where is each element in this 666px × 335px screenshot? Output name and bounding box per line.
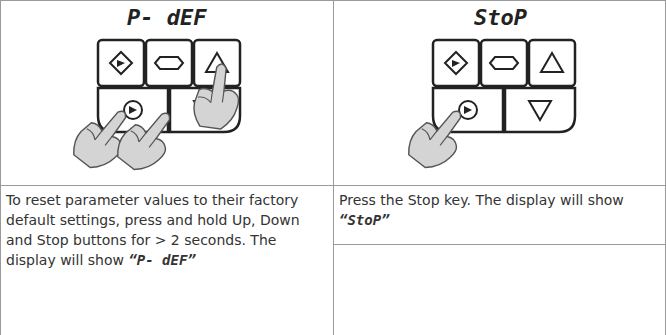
display-readout: StoP: [474, 5, 527, 30]
instruction-text: Press the Stop key. The display will sho…: [339, 190, 657, 230]
display-readout: P- dEF: [127, 5, 206, 30]
instruction-text: To reset parameter values to their facto…: [6, 190, 324, 270]
